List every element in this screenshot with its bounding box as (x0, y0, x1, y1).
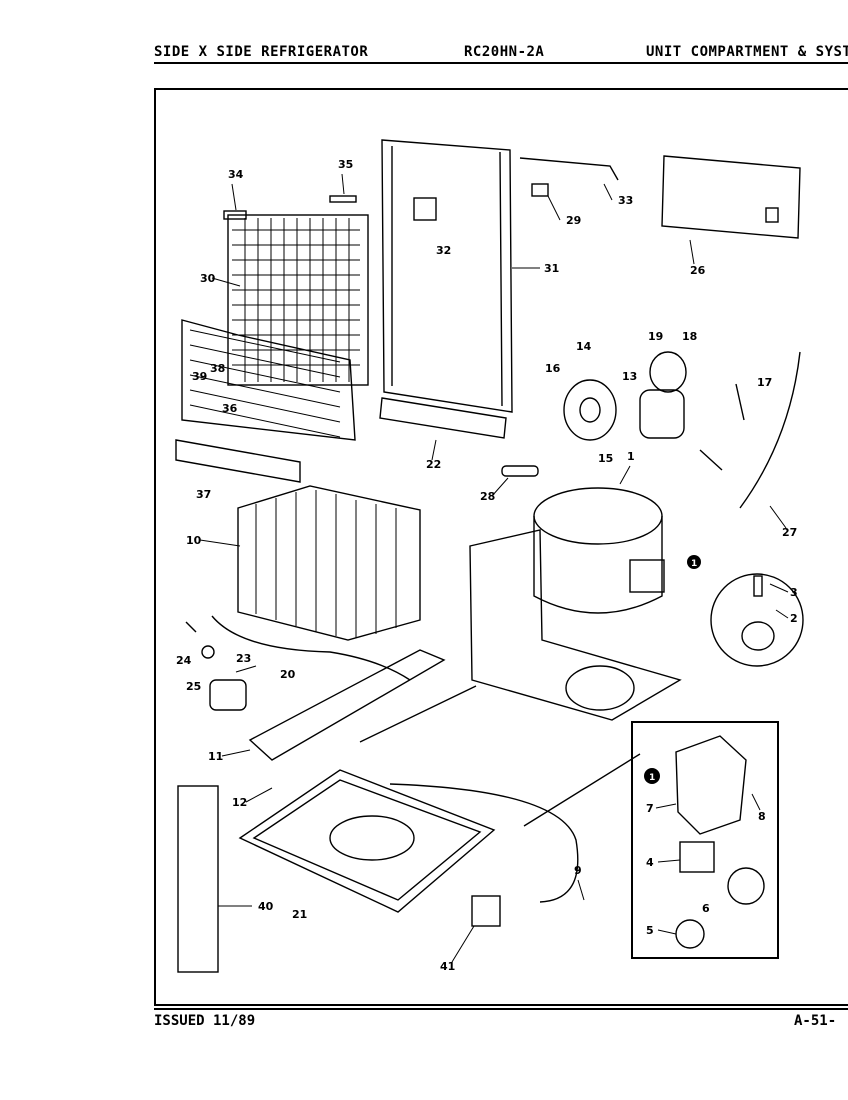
diagram-frame (154, 88, 848, 1006)
relay-inset (631, 721, 779, 959)
callout-28: 28 (480, 490, 495, 503)
callout-13: 13 (622, 370, 637, 383)
callout-27: 27 (782, 526, 797, 539)
leader-lines (199, 173, 789, 963)
callout-34: 34 (228, 168, 244, 181)
callout-35: 35 (338, 158, 353, 171)
callout-8: 8 (758, 810, 766, 823)
header-model-number: RC20HN-2A (464, 44, 545, 60)
callout-26: 26 (690, 264, 706, 277)
callout-1: 1 (627, 450, 635, 463)
callout-23: 23 (236, 652, 251, 665)
footer-rule (154, 1008, 848, 1010)
callout-31: 31 (544, 262, 559, 275)
tube-part (519, 157, 619, 181)
callout-32: 32 (436, 244, 451, 257)
header-title: SIDE X SIDE REFRIGERATOR (154, 44, 369, 60)
cover-plate (661, 155, 801, 239)
callout-24: 24 (176, 654, 192, 667)
gasket-strip (177, 785, 219, 973)
callout-2: 2 (790, 612, 798, 625)
callout-17: 17 (757, 376, 772, 389)
base-frame (248, 529, 682, 827)
part-41 (471, 895, 501, 927)
callout-22: 22 (426, 458, 441, 471)
issued-date: ISSUED 11/89 (154, 1013, 256, 1029)
callout-18: 18 (682, 330, 697, 343)
condenser-coil (175, 195, 369, 483)
evaporator-coil (237, 485, 421, 641)
compressor (533, 487, 804, 667)
callout-11: 11 (208, 750, 223, 763)
callout-38: 38 (210, 362, 225, 375)
callout-labels: 1 2 3 4 5 6 7 8 9 10 11 12 13 14 15 16 1… (176, 158, 798, 973)
callout-3: 3 (790, 586, 798, 599)
callout-20: 20 (280, 668, 296, 681)
drain-tube (211, 615, 411, 681)
marker-number-inset: 1 (649, 773, 655, 783)
callout-39: 39 (192, 370, 207, 383)
page-number: A-51- (794, 1013, 837, 1029)
callout-33: 33 (618, 194, 633, 207)
callout-21: 21 (292, 908, 307, 921)
header-rule (154, 62, 848, 64)
part-20 (209, 679, 247, 711)
callout-30: 30 (200, 272, 216, 285)
callout-12: 12 (232, 796, 247, 809)
callout-36: 36 (222, 402, 238, 415)
clip-part (531, 183, 549, 197)
callout-14: 14 (576, 340, 592, 353)
callout-15: 15 (598, 452, 613, 465)
callout-4: 4 (646, 856, 654, 869)
fan-assembly (563, 351, 801, 509)
drain-pan (238, 769, 496, 913)
callout-29: 29 (566, 214, 581, 227)
callout-25: 25 (186, 680, 201, 693)
callout-6: 6 (702, 902, 710, 915)
callout-40: 40 (258, 900, 274, 913)
callout-16: 16 (545, 362, 561, 375)
power-cord (389, 783, 579, 903)
filter-drier (501, 465, 539, 477)
callout-9: 9 (574, 864, 582, 877)
callout-37: 37 (196, 488, 211, 501)
callout-10: 10 (186, 534, 202, 547)
part-25 (201, 645, 215, 659)
part-24 (185, 621, 197, 633)
header-section-title: UNIT COMPARTMENT & SYST (646, 44, 848, 60)
back-panel (379, 139, 513, 439)
callout-7: 7 (646, 802, 654, 815)
marker-number-main: 1 (691, 559, 697, 569)
callout-19: 19 (648, 330, 663, 343)
callout-41: 41 (440, 960, 455, 973)
callout-5: 5 (646, 924, 654, 937)
